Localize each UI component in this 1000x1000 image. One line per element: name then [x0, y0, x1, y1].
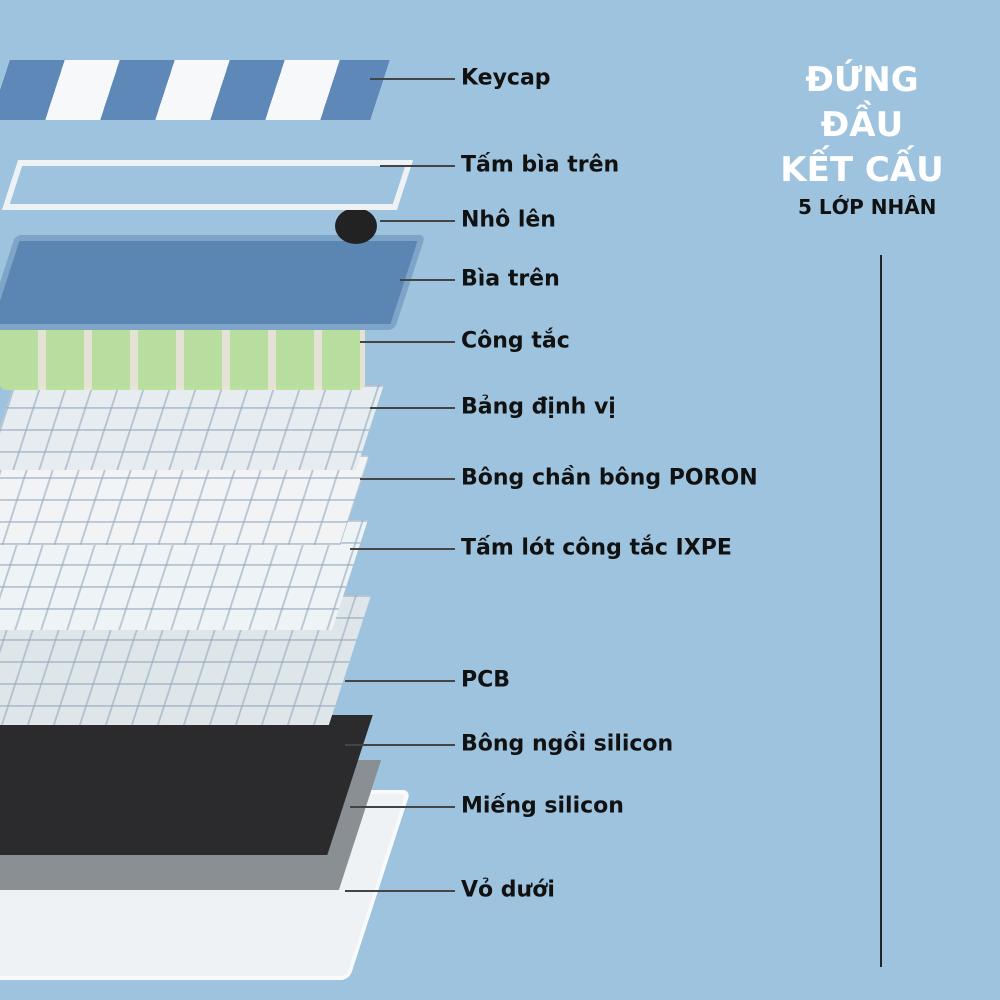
heading-line2: KẾT CẤU: [780, 150, 944, 190]
label-knob: Nhô lên: [461, 207, 556, 233]
knob-illustration: [335, 208, 377, 244]
label-positioning-plate: Bảng định vị: [461, 394, 616, 420]
label-top-frame: Bìa trên: [461, 266, 560, 292]
heading: ĐỨNG ĐẦU KẾT CẤU: [762, 58, 962, 193]
positioning-plate-illustration: [0, 385, 384, 470]
subtitle: 5 LỚP NHÂN: [798, 195, 937, 219]
heading-line1: ĐỨNG ĐẦU: [805, 60, 919, 145]
label-top-cover: Tấm bìa trên: [461, 152, 620, 178]
label-bottom-case: Vỏ dưới: [461, 877, 555, 903]
top-frame-illustration: [0, 235, 426, 330]
label-silicon-pad: Miếng silicon: [461, 793, 624, 819]
switches-illustration: [0, 325, 365, 390]
label-keycap: Keycap: [461, 65, 551, 91]
label-silicon-foam: Bông ngồi silicon: [461, 731, 674, 757]
label-switch: Công tắc: [461, 328, 570, 354]
label-poron-foam: Bông chần bông PORON: [461, 465, 758, 491]
silicon-foam-illustration: [0, 715, 373, 855]
top-cover-illustration: [1, 160, 414, 210]
keycaps-illustration: [0, 60, 390, 120]
divider: [880, 255, 882, 967]
label-ixpe-pad: Tấm lót công tắc IXPE: [461, 535, 732, 561]
label-pcb: PCB: [461, 667, 511, 693]
